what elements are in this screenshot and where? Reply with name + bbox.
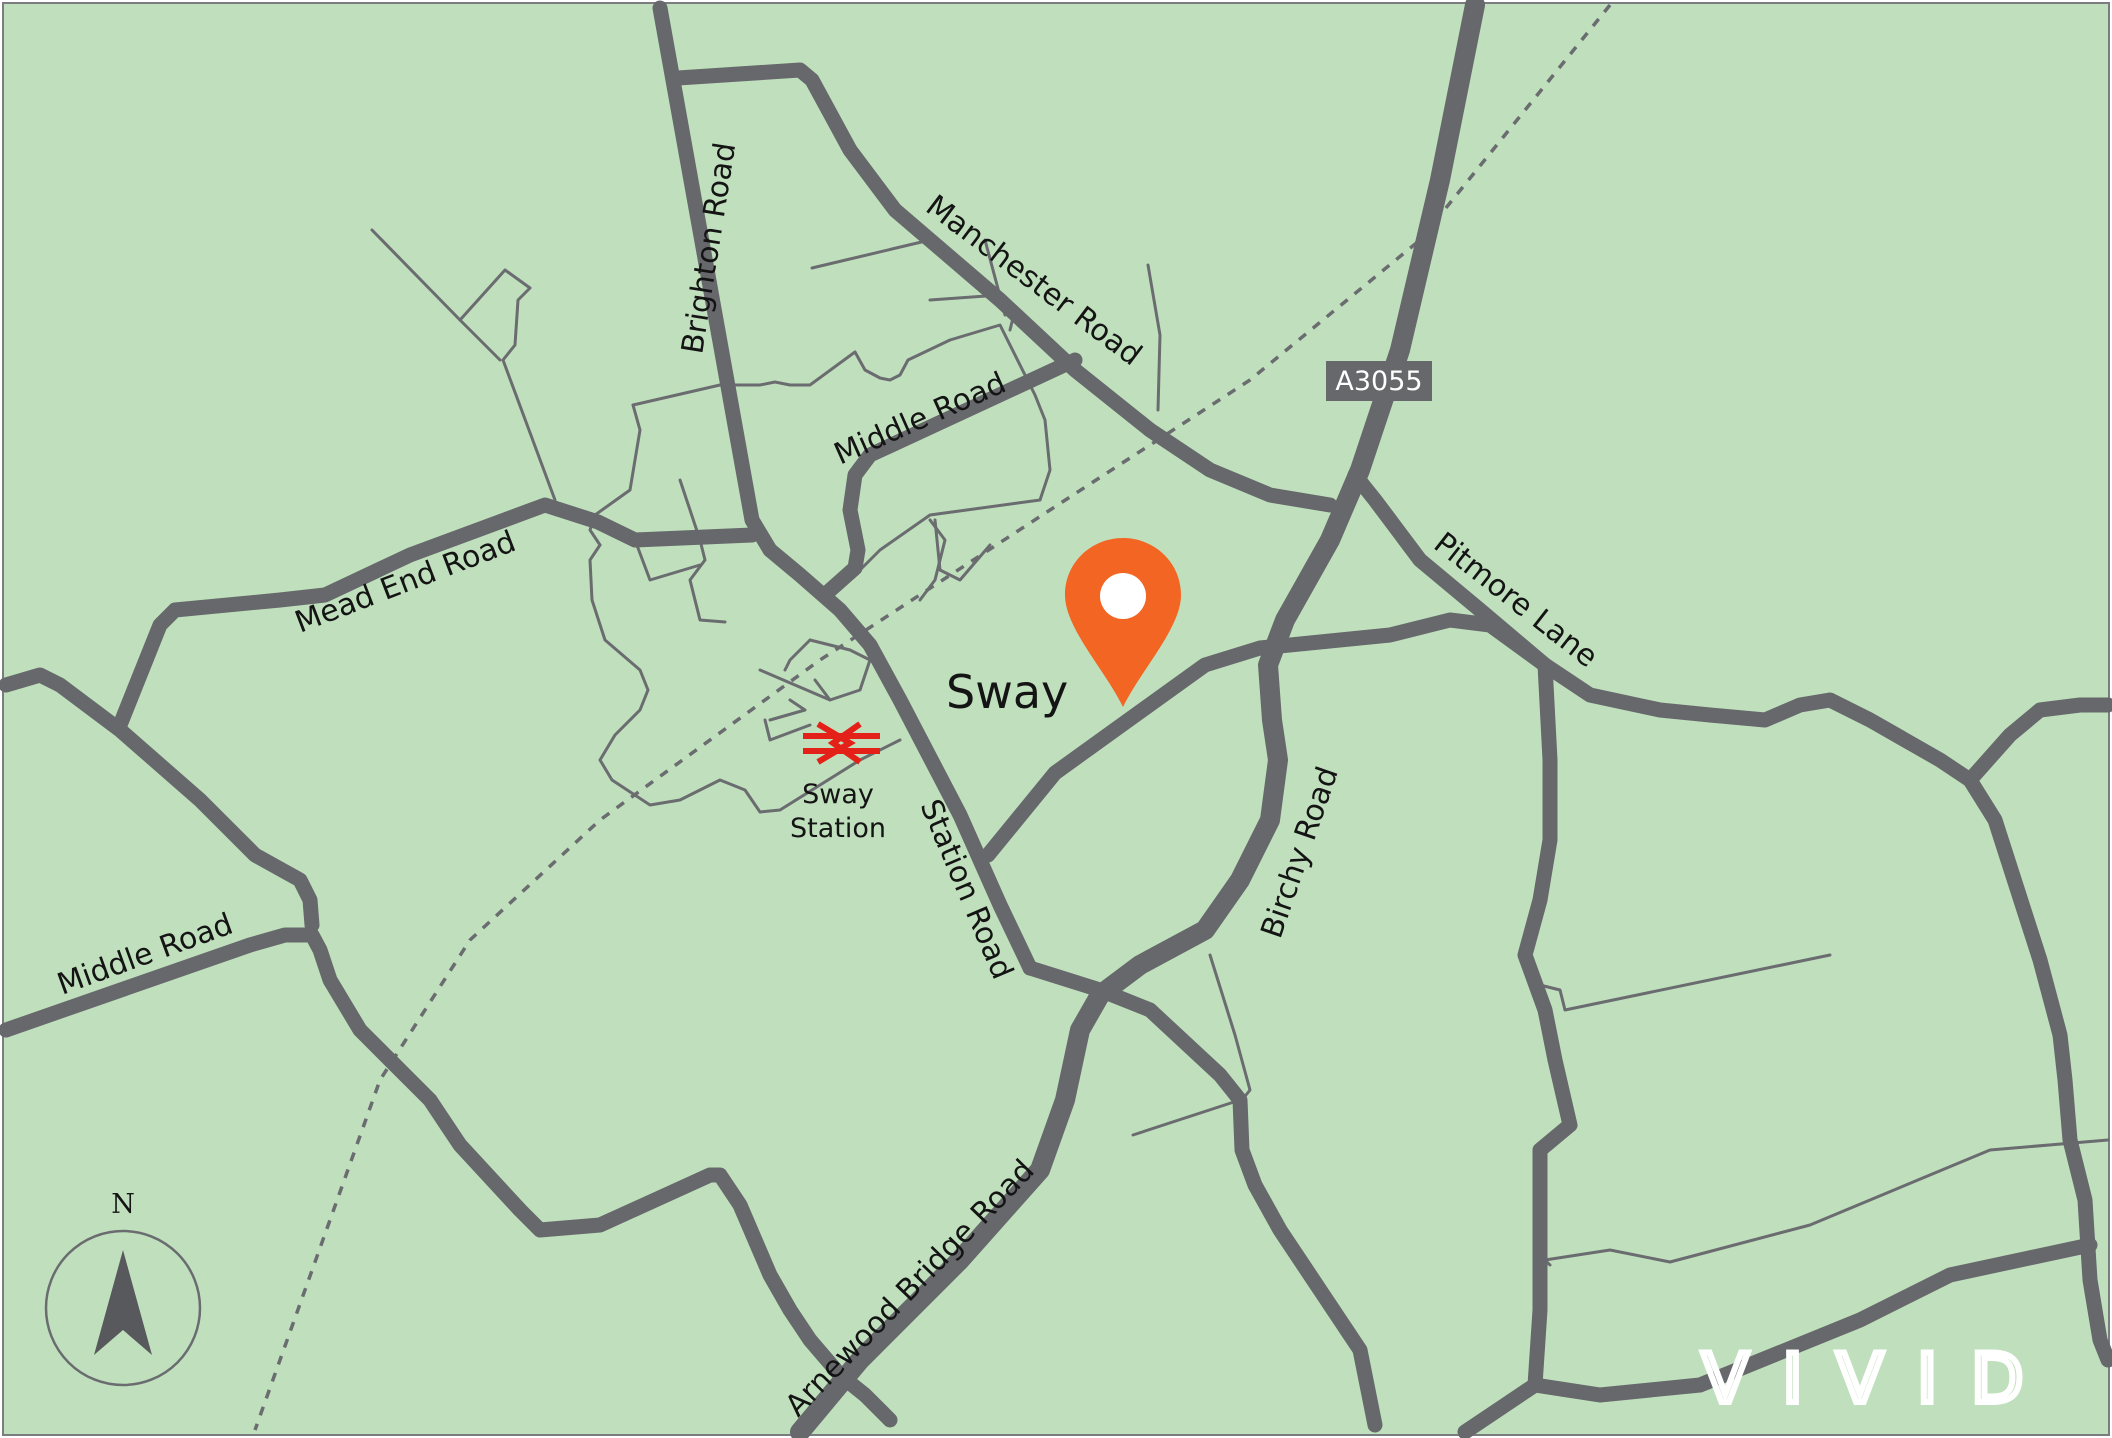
location-pin-icon[interactable]	[1065, 538, 1181, 707]
north-arrow-icon	[94, 1250, 152, 1355]
station-label-line1: Sway	[802, 779, 874, 810]
a3055-badge: A3055	[1326, 361, 1432, 401]
a3055-badge-label: A3055	[1335, 366, 1422, 397]
compass-north-label: N	[111, 1189, 135, 1220]
compass-circle	[44, 1229, 202, 1387]
town-label: Sway	[946, 665, 1068, 719]
station-label-line2: Station	[790, 813, 886, 844]
national-rail-icon[interactable]	[803, 721, 880, 765]
compass: N	[44, 1189, 202, 1387]
a3055-road	[790, 0, 1485, 1438]
vivid-logo: VIVID	[1702, 1340, 2058, 1419]
